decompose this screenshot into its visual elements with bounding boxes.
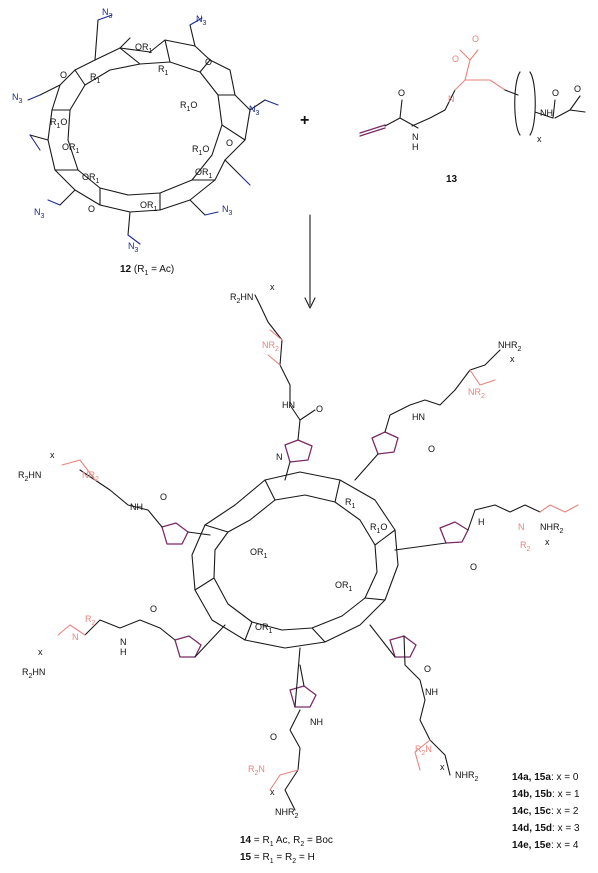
label-n3-7: N3 [12,92,23,105]
label-r2hn-l: R2HN [18,470,41,483]
label-r1o-r: R1O [370,522,387,535]
label-or1-8: OR1 [82,172,100,185]
label-r2n-br: R2N [415,744,432,757]
label-nh-br: NH [425,687,438,697]
label-o-4: O [88,204,95,214]
plus-sign: + [300,112,309,129]
label-or1-1: OR1 [135,42,153,55]
label-n3-3: N3 [249,104,260,117]
label-or1-9: OR1 [140,200,158,213]
label-r2hn-bl: R2HN [22,667,45,680]
legend-row-1: 14a, 15a: x = 0 [512,772,579,783]
label-o-13b: O [452,54,459,64]
label-o-1: O [60,70,67,80]
label-r2-bl: R2 [85,614,96,627]
definition-14: 14 = R1 Ac, R2 = Boc [240,835,333,848]
label-or1-3: R1 [158,64,169,77]
label-nhr2-br: NHR2 [455,770,479,783]
label-o-tr: O [428,444,435,454]
label-o-2: O [205,57,212,67]
label-hn-top: HN [282,400,295,410]
label-x-b: x [270,787,275,797]
label-x-top: x [270,282,275,292]
label-nhr2-tr: NHR2 [498,340,522,353]
caption-12: 12 (R1 = Ac) [120,264,174,277]
product-legend: 14a, 15a: x = 0 14b, 15b: x = 1 14c, 15c… [240,772,580,865]
label-x-r: x [545,537,550,547]
reaction-arrow [304,214,316,309]
label-or1-7: OR1 [62,142,80,155]
label-nhr2-b: NHR2 [275,807,299,820]
label-o-13a: O [398,88,405,98]
label-o-top: O [316,404,323,414]
label-or1-10: OR1 [195,167,213,180]
label-n-bl: N [72,632,79,642]
label-hn-tr: HN [412,412,425,422]
label-o-b: O [270,732,277,742]
legend-row-4: 14d, 15d: x = 3 [512,823,580,834]
product-14-15: R2HN x NR2 HN O N NHR2 x NR2 HN O NHR2 x… [18,282,579,820]
label-or1-6: R1O [50,117,67,130]
label-nh-l: NH [130,502,143,512]
label-n3-5: N3 [128,241,139,254]
label-nr2-top: NR2 [262,340,279,353]
caption-13: 13 [446,174,458,185]
label-n-13: N [448,94,455,104]
label-o-13c: O [472,34,479,44]
label-nr2-l: NR2 [82,470,99,483]
label-r2n-b: R2N [248,764,265,777]
label-or1-5: R1O [192,144,209,157]
label-nh-b: NH [310,717,323,727]
label-n3-6: N3 [34,207,45,220]
label-or1-p2: OR1 [255,622,273,635]
label-or1-p3: OR1 [335,580,353,593]
label-o-br: O [424,664,431,674]
label-r2hn-top: R2HN [230,292,253,305]
label-nhr2-r: NHR2 [540,522,564,535]
label-o-3: O [226,138,233,148]
label-n3-4: N3 [222,204,233,217]
label-x-bl: x [38,647,43,657]
label-n3-1: N3 [102,7,113,20]
label-n3-2: N3 [196,14,207,27]
label-x-13: x [537,134,542,144]
cyclodextrin-12: N3 N3 N3 N3 N3 N3 N3 OR1 R1 R1 R1O R1O R… [12,7,279,277]
label-x-tr: x [510,354,515,364]
label-or1-2: R1 [90,72,101,85]
label-r1-p4: R1 [345,497,356,510]
label-nh-13b: NH [540,108,553,118]
label-o-bl: O [150,604,157,614]
label-x-br: x [440,762,445,772]
label-or1-p1: OR1 [250,547,268,560]
label-or1-4: R1O [180,100,197,113]
definition-15: 15 = R1 = R2 = H [240,852,315,865]
label-n-r: N [518,522,525,532]
legend-row-5: 14e, 15e: x = 4 [512,840,579,851]
label-o-l: O [160,492,167,502]
label-r2-r: R2 [520,540,531,553]
label-o-r: O [470,562,477,572]
label-x-l: x [50,450,55,460]
label-n-tri-1: N [276,452,283,462]
label-nr2-tr: NR2 [468,387,485,400]
legend-row-3: 14c, 15c: x = 2 [512,806,579,817]
legend-row-2: 14b, 15b: x = 1 [512,789,580,800]
label-o-13d: O [552,88,559,98]
label-o-13e: O [574,84,581,94]
label-h-r: H [478,517,485,527]
